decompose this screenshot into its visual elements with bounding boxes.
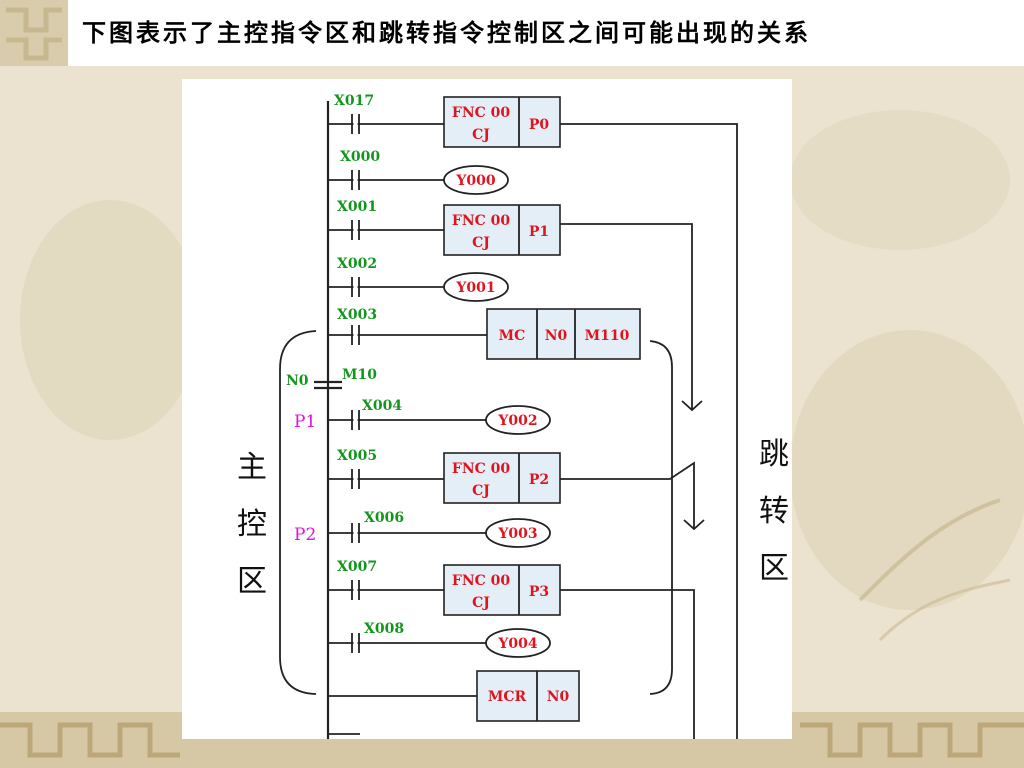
svg-text:Y003: Y003 xyxy=(497,526,537,542)
jump-zone-label: 跳 转 区 xyxy=(759,437,789,586)
contact-label-x005: X005 xyxy=(337,448,377,464)
contact-label-x008: X008 xyxy=(364,621,404,637)
rung-wires xyxy=(328,123,487,735)
svg-text:CJ: CJ xyxy=(472,235,490,251)
jump-zone-char-1: 跳 xyxy=(759,437,789,472)
cj-box-p0: FNC 00 CJ P0 xyxy=(443,96,561,148)
contact-label-x006: X006 xyxy=(364,510,404,526)
svg-text:M110: M110 xyxy=(585,328,630,344)
master-zone-bracket xyxy=(279,330,317,695)
mcr-box: MCR N0 xyxy=(476,670,580,722)
nest-label: N0 xyxy=(286,373,309,389)
svg-text:CJ: CJ xyxy=(472,127,490,143)
contact-label-x004: X004 xyxy=(362,398,402,414)
svg-text:CJ: CJ xyxy=(472,483,490,499)
jump-lines xyxy=(560,123,738,739)
coil-y001: Y001 xyxy=(443,272,509,302)
svg-text:FNC 00: FNC 00 xyxy=(452,105,510,121)
cj-box-p3: FNC 00 CJ P3 xyxy=(443,564,561,616)
cj-box-p2: FNC 00 CJ P2 xyxy=(443,452,561,504)
contact-label-x000: X000 xyxy=(340,149,380,165)
nest-contact-label: M10 xyxy=(342,367,377,383)
contact-label-x002: X002 xyxy=(337,256,377,272)
pointer-label-p1: P1 xyxy=(294,412,316,432)
svg-text:P1: P1 xyxy=(529,224,549,240)
coil-y002: Y002 xyxy=(485,405,551,435)
contact-x008 xyxy=(351,633,360,653)
ladder-diagram: X017 X000 X001 X002 X003 X004 X005 X006 … xyxy=(237,93,789,739)
svg-text:CJ: CJ xyxy=(472,595,490,611)
svg-text:N0: N0 xyxy=(547,689,570,705)
svg-text:Y000: Y000 xyxy=(455,173,495,189)
contact-x001 xyxy=(351,220,360,240)
pointer-label-p2: P2 xyxy=(294,525,316,545)
master-zone-char-2: 控 xyxy=(237,507,267,542)
ladder-diagram-panel: X017 X000 X001 X002 X003 X004 X005 X006 … xyxy=(182,79,792,739)
contact-x005 xyxy=(351,469,360,489)
jump-zone-char-3: 区 xyxy=(759,551,789,586)
contact-x004 xyxy=(351,410,360,430)
svg-text:Y004: Y004 xyxy=(497,636,537,652)
svg-text:Y001: Y001 xyxy=(455,280,495,296)
cj-box-p1: FNC 00 CJ P1 xyxy=(443,204,561,256)
svg-text:MCR: MCR xyxy=(488,689,527,705)
contact-x000 xyxy=(351,170,360,190)
contact-label-x007: X007 xyxy=(337,559,377,575)
coil-y000: Y000 xyxy=(443,165,509,195)
contact-label-x003: X003 xyxy=(337,307,377,323)
contacts xyxy=(351,114,360,653)
contact-x002 xyxy=(351,277,360,297)
page-title: 下图表示了主控指令区和跳转指令控制区之间可能出现的关系 xyxy=(68,0,1024,66)
svg-text:MC: MC xyxy=(499,328,526,344)
contact-label-x001: X001 xyxy=(337,199,377,215)
contact-x017 xyxy=(351,114,360,134)
jump-zone-char-2: 转 xyxy=(759,494,789,529)
coil-y003: Y003 xyxy=(485,518,551,548)
contact-label-x017: X017 xyxy=(334,93,374,109)
svg-text:FNC 00: FNC 00 xyxy=(452,573,510,589)
mc-box: MC N0 M110 xyxy=(486,308,641,360)
svg-text:P3: P3 xyxy=(529,584,549,600)
mc-zone-bracket xyxy=(649,340,673,695)
svg-text:FNC 00: FNC 00 xyxy=(452,461,510,477)
master-zone-char-1: 主 xyxy=(237,450,267,485)
contact-x007 xyxy=(351,580,360,600)
contact-x003 xyxy=(351,325,360,345)
master-zone-label: 主 控 区 xyxy=(237,450,267,599)
svg-text:P2: P2 xyxy=(529,472,549,488)
coil-y004: Y004 xyxy=(485,628,551,658)
svg-text:P0: P0 xyxy=(529,117,550,133)
svg-text:FNC 00: FNC 00 xyxy=(452,213,510,229)
svg-text:Y002: Y002 xyxy=(497,413,537,429)
svg-text:N0: N0 xyxy=(545,328,568,344)
master-zone-char-3: 区 xyxy=(237,564,267,599)
contact-x006 xyxy=(351,523,360,543)
